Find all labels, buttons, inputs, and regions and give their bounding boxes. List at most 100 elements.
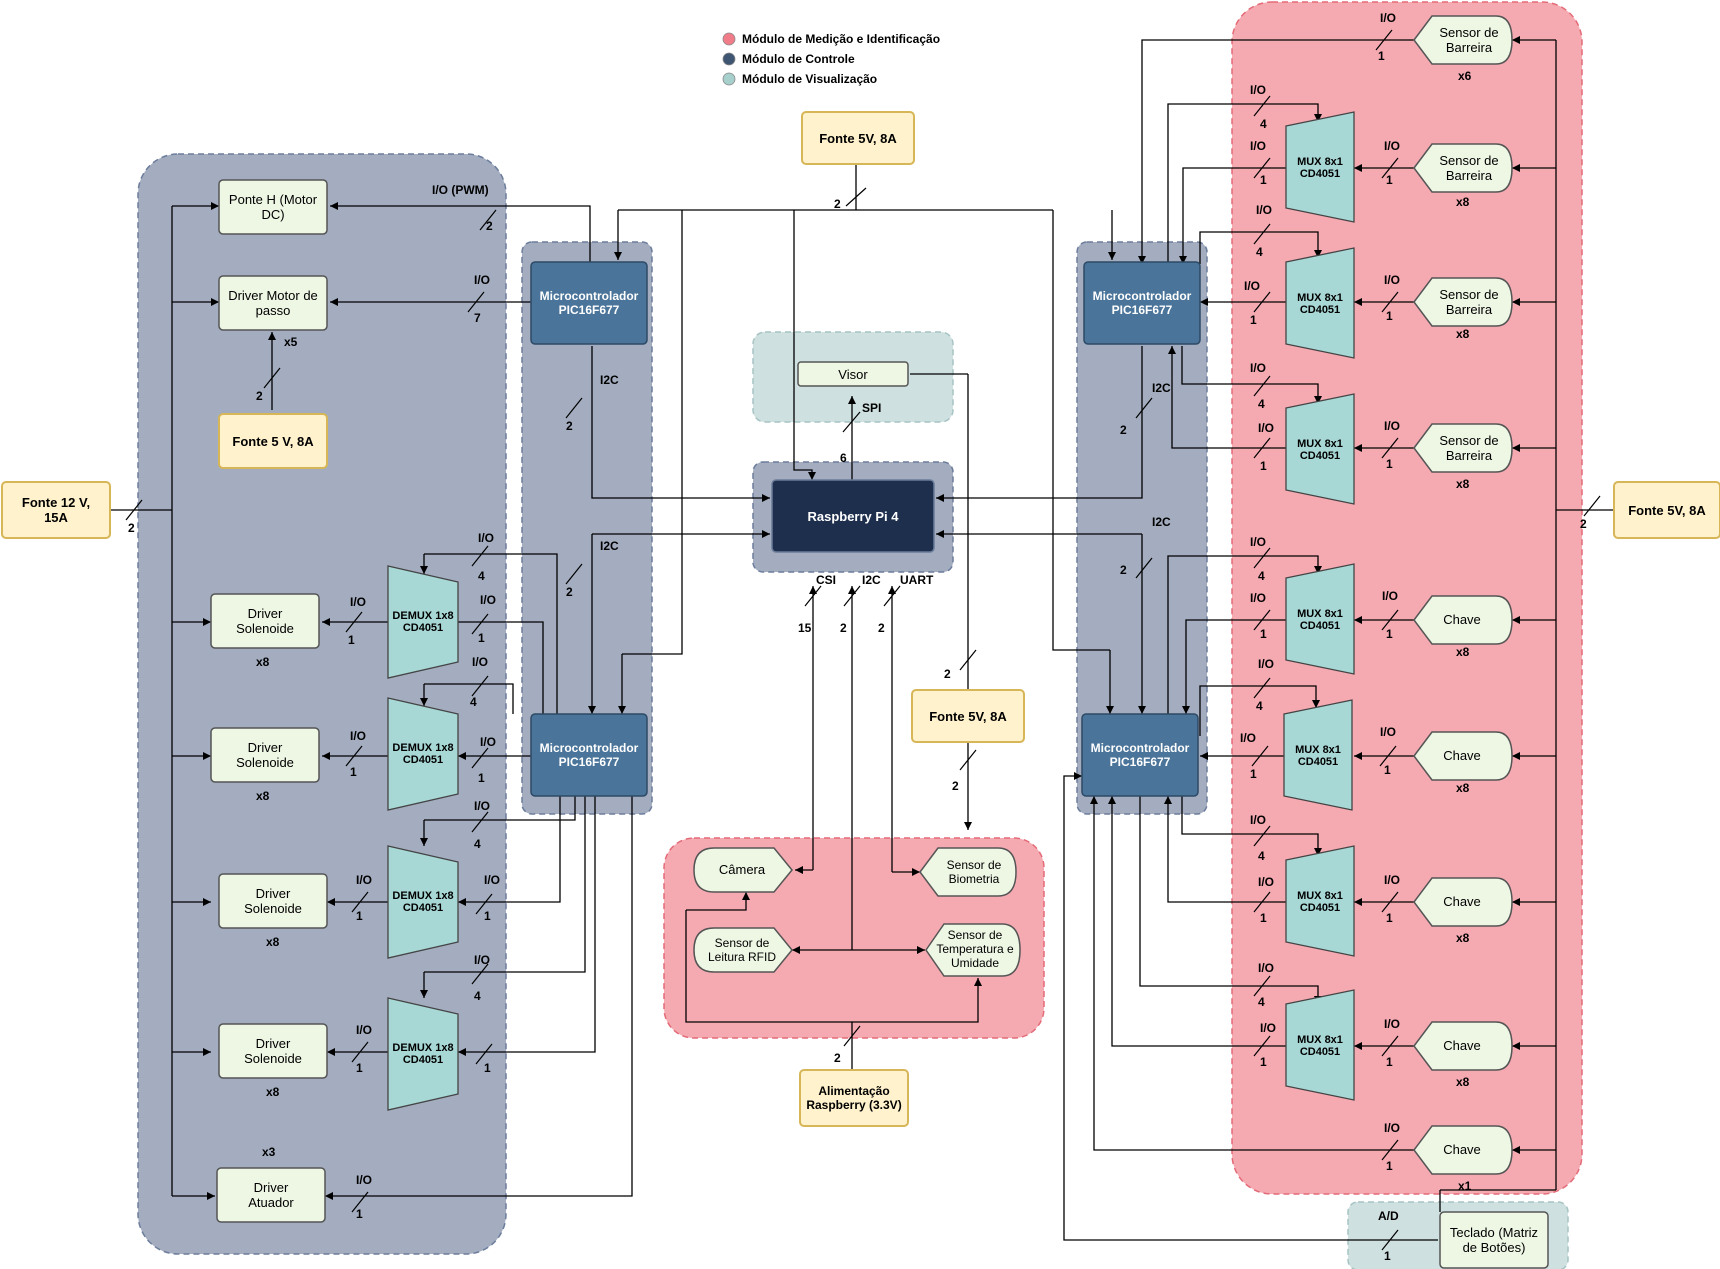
- power-stepper-label: Fonte 5 V, 8A: [232, 433, 314, 449]
- power-right-label: Fonte 5V, 8A: [1628, 502, 1706, 518]
- demux-3-label: DEMUX 1x8 CD4051: [392, 890, 454, 914]
- region-control-mcu-left: [521, 241, 653, 815]
- lbl-i2c-left-top-2: 2: [566, 419, 573, 433]
- lbl-ad: A/D: [1378, 1209, 1399, 1223]
- mcu-right-bottom: Microcontrolador PIC16F677: [1081, 713, 1199, 797]
- camera-label: Câmera: [719, 862, 766, 877]
- lbl-x5: x5: [284, 335, 298, 349]
- lbl-m2-1: 1: [1250, 313, 1257, 327]
- lbl-csi-15: 15: [798, 621, 812, 635]
- demux-2: DEMUX 1x8 CD4051: [387, 697, 459, 811]
- lbl-m5-1: 1: [1250, 767, 1257, 781]
- lbl-uart: UART: [900, 573, 934, 587]
- power-stepper: Fonte 5 V, 8A: [218, 413, 328, 469]
- lbl-x3: x3: [262, 1145, 276, 1159]
- lbl-m2-x8: x8: [1456, 327, 1470, 341]
- switch-4-label: Chave: [1443, 1038, 1481, 1053]
- driver-solenoid-2-label: Driver Solenoide: [236, 740, 294, 770]
- lbl-s3-1: 1: [356, 909, 363, 923]
- sensor-barrier-x6-label: Sensor de Barreira: [1439, 25, 1499, 55]
- driver-solenoid-1: Driver Solenoide: [210, 593, 320, 649]
- lbl-m2-4: 4: [1256, 245, 1263, 259]
- biometry-sensor-label: Sensor de Biometria: [946, 858, 1002, 886]
- lbl-m5-4: 4: [1256, 699, 1263, 713]
- lbl-pwm-2: 2: [486, 219, 493, 233]
- legend-visual: Módulo de Visualização: [742, 72, 877, 86]
- lbl-m7-s-io: I/O: [1384, 1017, 1400, 1031]
- lbl-m6-io-4: I/O: [1250, 813, 1266, 827]
- temp-sensor: Sensor de Temperatura e Umidade: [925, 923, 1021, 977]
- lbl-i2c-right-bot: I2C: [1152, 515, 1171, 529]
- lbl-d2-1: 1: [478, 771, 485, 785]
- mcu-left-top-label: Microcontrolador PIC16F677: [539, 289, 639, 317]
- lbl-s1-x8: x8: [256, 655, 270, 669]
- lbl-m6-s-1: 1: [1386, 911, 1393, 925]
- lbl-s4-x8: x8: [266, 1085, 280, 1099]
- rpi: Raspberry Pi 4: [771, 479, 935, 553]
- power-left-box: [1, 481, 111, 539]
- temp-sensor-label: Sensor de Temperatura e Umidade: [936, 928, 1014, 970]
- mux-6: MUX 8x1 CD4051: [1285, 845, 1355, 957]
- legend: Módulo de Medição e Identificação Módulo…: [722, 32, 940, 86]
- keyboard: Teclado (Matriz de Botões): [1439, 1211, 1549, 1269]
- sensor-barrier-x6: Sensor de Barreira: [1413, 15, 1513, 65]
- mux-1-label: MUX 8x1 CD4051: [1297, 156, 1343, 180]
- lbl-mid-pwr-2a: 2: [944, 667, 951, 681]
- legend-measure: Módulo de Medição e Identificação: [742, 32, 940, 46]
- lbl-act-io: I/O: [356, 1173, 372, 1187]
- demux-4-label: DEMUX 1x8 CD4051: [392, 1042, 454, 1066]
- driver-solenoid-3-label: Driver Solenoide: [244, 886, 302, 916]
- legend-dot-measure: [722, 32, 736, 46]
- nodes: Fonte 5V, 8A Fonte 12 V, 15A Fonte 5 V, …: [1, 15, 1720, 1269]
- sensor-barrier-2: Sensor de Barreira: [1413, 277, 1513, 327]
- driver-actuator: Driver Atuador: [216, 1167, 326, 1223]
- switch-2: Chave: [1413, 731, 1513, 781]
- lbl-m6-1: 1: [1260, 911, 1267, 925]
- lbl-x1: x1: [1458, 1179, 1472, 1193]
- mcu-left-bottom: Microcontrolador PIC16F677: [530, 713, 648, 797]
- power-rpi: Alimentação Raspberry (3.3V): [799, 1069, 909, 1127]
- mcu-right-bottom-label: Microcontrolador PIC16F677: [1090, 741, 1190, 769]
- rfid-sensor: Sensor de Leitura RFID: [693, 927, 793, 973]
- lbl-m3-s-1: 1: [1386, 457, 1393, 471]
- mux-3-label: MUX 8x1 CD4051: [1297, 438, 1343, 462]
- lbl-i2c-left-bot-2: 2: [566, 585, 573, 599]
- switch-1: Chave: [1413, 595, 1513, 645]
- lbl-sw1-1: 1: [1386, 1159, 1393, 1173]
- power-stepper-box: [218, 413, 328, 469]
- lbl-m7-io-1: I/O: [1260, 1021, 1276, 1035]
- mux-1: MUX 8x1 CD4051: [1285, 111, 1355, 223]
- sensor-barrier-1: Sensor de Barreira: [1413, 143, 1513, 193]
- lbl-d3-4: 4: [474, 837, 481, 851]
- switch-x1-label: Chave: [1443, 1142, 1481, 1157]
- lbl-m1-io-4: I/O: [1250, 83, 1266, 97]
- lbl-csi: CSI: [816, 573, 836, 587]
- mcu-left-top: Microcontrolador PIC16F677: [530, 261, 648, 345]
- visor: Visor: [797, 361, 909, 387]
- mux-3: MUX 8x1 CD4051: [1285, 393, 1355, 505]
- lbl-m4-io-1: I/O: [1250, 591, 1266, 605]
- lbl-d2-io-4: I/O: [472, 655, 488, 669]
- lbl-left-power-2: 2: [128, 521, 135, 535]
- driver-ponteh: Ponte H (Motor DC): [218, 179, 328, 235]
- lbl-s4-io: I/O: [356, 1023, 372, 1037]
- lbl-m3-1: 1: [1260, 459, 1267, 473]
- lbl-d4-io-4: I/O: [474, 953, 490, 967]
- lbl-i2c-rpi-2: 2: [840, 621, 847, 635]
- demux-3: DEMUX 1x8 CD4051: [387, 845, 459, 959]
- lbl-d3-1: 1: [484, 909, 491, 923]
- lbl-spi: SPI: [862, 401, 881, 415]
- mux-7-label: MUX 8x1 CD4051: [1297, 1034, 1343, 1058]
- mux-2-label: MUX 8x1 CD4051: [1297, 292, 1343, 316]
- keyboard-label: Teclado (Matriz de Botões): [1449, 1225, 1539, 1255]
- lbl-rpi-pwr-2: 2: [834, 1051, 841, 1065]
- visor-label: Visor: [838, 367, 868, 382]
- legend-control: Módulo de Controle: [742, 52, 855, 66]
- demux-1: DEMUX 1x8 CD4051: [387, 565, 459, 679]
- lbl-m4-s-io: I/O: [1382, 589, 1398, 603]
- lbl-m1-1: 1: [1260, 173, 1267, 187]
- lbl-m7-io-4: I/O: [1258, 961, 1274, 975]
- demux-1-label: DEMUX 1x8 CD4051: [392, 610, 454, 634]
- lbl-m1-s-1: 1: [1386, 173, 1393, 187]
- driver-ponteh-label: Ponte H (Motor DC): [228, 192, 318, 222]
